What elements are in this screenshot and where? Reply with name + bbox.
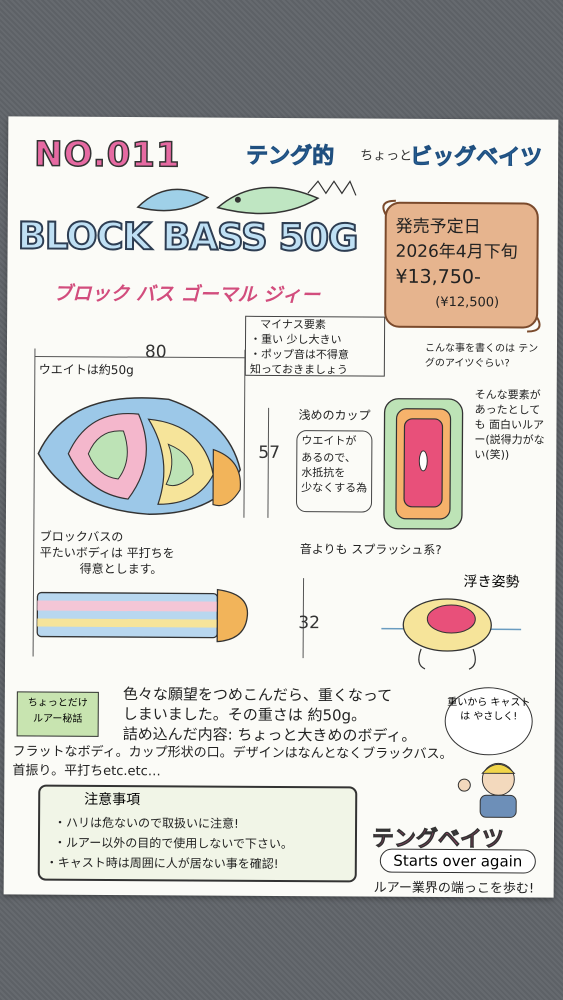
product-kana: ブロック バス ゴーマル ジィー xyxy=(53,282,321,307)
product-logo: BLOCK BASS 50G xyxy=(17,213,359,260)
cup-note-1: 浅めのカップ xyxy=(298,408,371,423)
flyer-sheet: NO.011 テング的 ちょっと ビッグベイツ BLOCK BASS 50G ブ… xyxy=(3,116,559,898)
cup-box: ウエイトが あるので、 水抵抗を 少なくする為 xyxy=(295,430,373,513)
release-price: ¥13,750- xyxy=(395,265,481,289)
flat-2: 平たいボディは 平打ちを xyxy=(39,545,175,561)
floating-lure xyxy=(381,598,522,670)
lure-top-view xyxy=(36,588,248,643)
caution-3: ・キャスト時は周囲に人が居ない事を確認! xyxy=(45,855,279,871)
fun-note: そんな要素があったとしても 面白いルアー(説得力がない(笑)) xyxy=(474,388,545,462)
cup-note-4: 水抵抗を xyxy=(301,466,346,480)
caution-box: 注意事項 ・ハリは危ないので取扱いに注意! ・ルアー以外の目的で使用しないで下さ… xyxy=(37,784,358,883)
dimension-lines xyxy=(32,348,305,659)
lure-front-view xyxy=(383,398,464,530)
honesty-note: こんな事を書くのは テングのアイツぐらい? xyxy=(424,342,539,370)
story-text-2: フラットなボディ。カップ形状の口。デザインはなんとなくブラックバス。 首振り。平… xyxy=(12,742,452,783)
cup-note-5: 少なくする為 xyxy=(301,481,368,495)
lure-side-view xyxy=(37,397,242,515)
story-tag-2: ルアー秘話 xyxy=(32,713,83,725)
minus-box: マイナス要素 ・重い 少し大きい ・ポップ音は不得意 知っておきましょう xyxy=(244,315,386,377)
story-tag: ちょっとだけ ルアー秘話 xyxy=(16,691,99,737)
release-date: 2026年4月下旬 xyxy=(395,241,518,263)
dim-length: 80 xyxy=(144,342,167,363)
flat-note: ブロックバスの 平たいボディは 平打ちを 得意とします。 xyxy=(40,529,175,578)
flat-3: 得意とします。 xyxy=(79,561,163,577)
caution-1: ・ハリは危ないので取扱いに注意! xyxy=(54,815,239,831)
story-line-2: しまいました。その重さは 約50g。 xyxy=(122,705,367,725)
release-label: 発売予定日 xyxy=(395,216,481,238)
story-line-1: 色々な願望をつめこんだら、重くなって xyxy=(122,685,393,705)
caution-title: 注意事項 xyxy=(84,791,141,809)
weight-note: ウエイトは約50g xyxy=(38,362,134,378)
dim-height: 57 xyxy=(258,442,281,463)
splash-note: 音よりも スプラッシュ系? xyxy=(299,542,442,557)
brand-left: テング的 xyxy=(246,143,335,170)
story-tag-1: ちょっとだけ xyxy=(27,697,88,709)
caution-2: ・ルアー以外の目的で使用しないで下さい。 xyxy=(53,835,293,852)
story-text: 色々な願望をつめこんだら、重くなって しまいました。その重さは 約50g。 詰め… xyxy=(123,684,417,746)
minus-2: ・ポップ音は不得意 xyxy=(249,347,349,362)
brand-mid: ちょっと xyxy=(360,148,413,164)
minus-title: マイナス要素 xyxy=(260,317,326,332)
dim-width: 32 xyxy=(298,613,320,634)
fish-doodle-icon xyxy=(136,180,357,215)
story-line-5: 首振り。平打ちetc.etc… xyxy=(12,763,161,780)
minus-1: ・重い 少し大きい xyxy=(249,332,342,347)
footer-tagline: ルアー業界の端っこを歩む! xyxy=(373,880,535,897)
footer-motto: Starts over again xyxy=(379,848,536,874)
price-scroll-icon xyxy=(382,199,541,333)
mascot-icon xyxy=(457,762,517,818)
brand-right: ビッグベイツ xyxy=(410,144,543,171)
flat-1: ブロックバスの xyxy=(39,529,124,545)
release-price-ex-tax: (¥12,500) xyxy=(435,294,500,311)
cup-note-2: ウエイトが xyxy=(301,434,357,448)
mascot-bubble: 重いから キャストは やさしく! xyxy=(444,687,533,756)
release-info: 発売予定日 2026年4月下旬 ¥13,750- (¥12,500) xyxy=(395,215,518,316)
minus-3: 知っておきましょう xyxy=(249,362,349,377)
cup-note-3: あるので、 xyxy=(301,451,356,465)
